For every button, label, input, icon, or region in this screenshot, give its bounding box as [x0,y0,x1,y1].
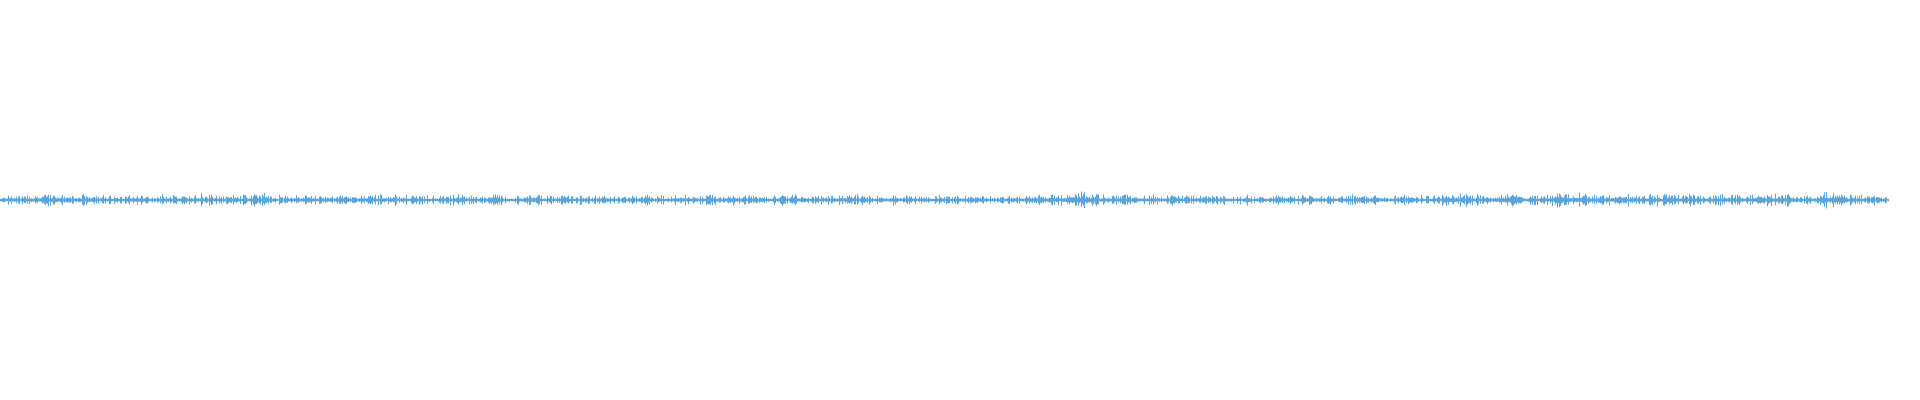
waveform-samples [0,191,1889,209]
waveform-track [0,191,1889,209]
